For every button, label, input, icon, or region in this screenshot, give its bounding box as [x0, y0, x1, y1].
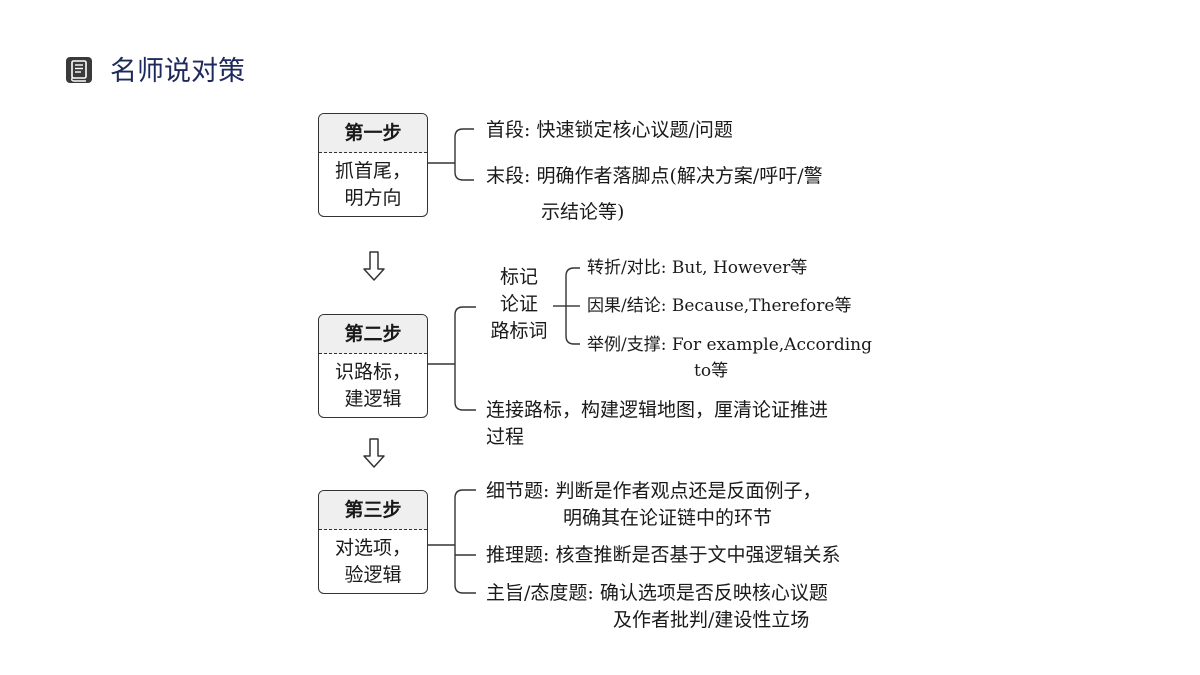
step-1-body-line: 明方向	[344, 187, 402, 209]
step-3-body: 对选项， 验逻辑	[319, 530, 427, 589]
signpost-cause: 因果/结论: Because,Therefore等	[587, 296, 852, 316]
book-icon	[66, 57, 92, 83]
step-2-body-line: 建逻辑	[344, 388, 402, 410]
page-title: 名师说对策	[110, 56, 245, 87]
signpost-example-continuation: to等	[694, 361, 729, 381]
step-1-box: 第一步 抓首尾， 明方向	[318, 113, 428, 217]
step-2-body-line: 识路标，	[334, 361, 411, 383]
step-2-title: 第二步	[319, 315, 427, 354]
step-3-branch-2: 推理题: 核查推断是否基于文中强逻辑关系	[486, 544, 841, 566]
step-3-branch-1-continuation: 明确其在论证链中的环节	[563, 507, 773, 529]
step-2-body: 识路标， 建逻辑	[319, 354, 427, 413]
step-3-branch-3-continuation: 及作者批判/建设性立场	[613, 609, 810, 631]
step-3-branch-1: 细节题: 判断是作者观点还是反面例子，	[486, 480, 822, 502]
down-arrow-icon	[363, 438, 385, 468]
marker-line: 论证	[499, 293, 538, 315]
step-1-branch-2-continuation: 示结论等)	[541, 201, 625, 223]
step-2-branch-1-continuation: 过程	[486, 426, 525, 448]
step-1-title: 第一步	[319, 114, 427, 153]
step-1-branch-1: 首段: 快速锁定核心议题/问题	[486, 119, 733, 141]
step-3-box: 第三步 对选项， 验逻辑	[318, 490, 428, 594]
step-3-title: 第三步	[319, 491, 427, 530]
step-3-body-line: 对选项，	[334, 537, 411, 559]
step-2-box: 第二步 识路标， 建逻辑	[318, 314, 428, 418]
step-1-body-line: 抓首尾，	[334, 160, 411, 182]
signpost-contrast: 转折/对比: But, However等	[587, 258, 808, 278]
step-2-branch-1: 连接路标，构建逻辑地图，厘清论证推进	[486, 399, 829, 421]
step-1-branch-2: 末段: 明确作者落脚点(解决方案/呼吁/警	[486, 165, 823, 187]
marker-line: 路标词	[490, 320, 548, 342]
signpost-marker-label: 标记 论证 路标词	[486, 264, 552, 345]
step-3-body-line: 验逻辑	[344, 564, 402, 586]
step-3-branch-3: 主旨/态度题: 确认选项是否反映核心议题	[486, 582, 828, 604]
signpost-example: 举例/支撑: For example,According	[587, 335, 873, 355]
down-arrow-icon	[363, 251, 385, 281]
marker-line: 标记	[499, 266, 538, 288]
step-1-body: 抓首尾， 明方向	[319, 153, 427, 212]
